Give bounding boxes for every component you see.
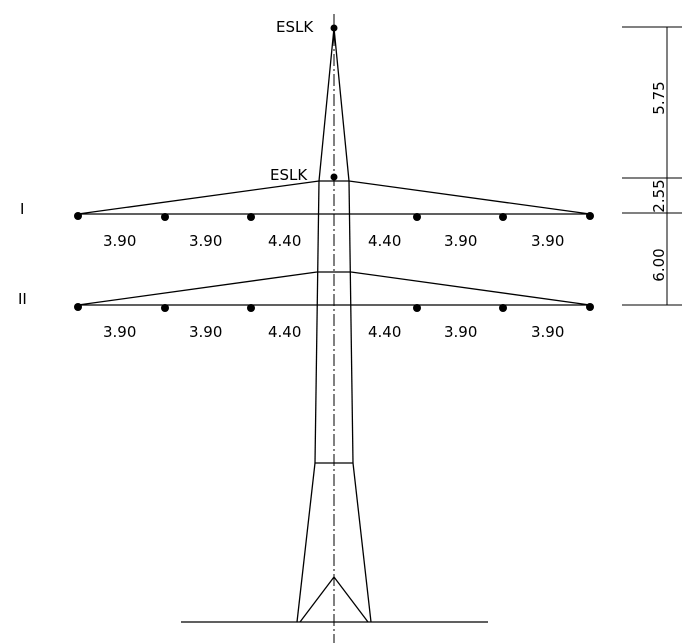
earth-wire-label-top: ESLK: [276, 18, 314, 36]
conductor-point: [161, 304, 169, 312]
dimension-top-span: 5.75: [650, 81, 668, 114]
conductor-point: [586, 212, 594, 220]
arm-ii-label: II: [18, 290, 27, 308]
conductor-point: [499, 304, 507, 312]
vertical-dimension-chain: [622, 26, 682, 306]
conductor-point: [247, 304, 255, 312]
arm-ii-spacing: 3.90: [103, 323, 136, 341]
arm-i-conductors: [74, 212, 594, 221]
conductor-point: [499, 213, 507, 221]
conductor-point: [586, 303, 594, 311]
conductor-point: [74, 212, 82, 220]
conductor-point: [413, 213, 421, 221]
conductor-point: [74, 303, 82, 311]
earth-wire-point-top: [330, 24, 338, 32]
arm-ii-spacing: 3.90: [531, 323, 564, 341]
conductor-point: [413, 304, 421, 312]
tower-mast: [296, 27, 372, 623]
conductor-point: [247, 213, 255, 221]
conductor-point: [161, 213, 169, 221]
arm-ii-spacing: 4.40: [368, 323, 401, 341]
arm-i-label: I: [20, 200, 24, 218]
earth-wire-label-mid: ESLK: [270, 166, 308, 184]
arm-ii-spacing: 4.40: [268, 323, 301, 341]
arm-i-spacing: 4.40: [368, 232, 401, 250]
arm-i-spacing: 3.90: [189, 232, 222, 250]
dimension-bottom-span: 6.00: [650, 248, 668, 281]
earth-wire-point-mid: [330, 173, 338, 181]
arm-i-spacing: 4.40: [268, 232, 301, 250]
arm-i-spacing: 3.90: [444, 232, 477, 250]
arm-ii-spacing: 3.90: [444, 323, 477, 341]
arm-i-spacing: 3.90: [103, 232, 136, 250]
arm-ii-spacing: 3.90: [189, 323, 222, 341]
dimension-middle-span: 2.55: [650, 179, 668, 212]
arm-i-spacing: 3.90: [531, 232, 564, 250]
arm-ii-conductors: [74, 303, 594, 312]
